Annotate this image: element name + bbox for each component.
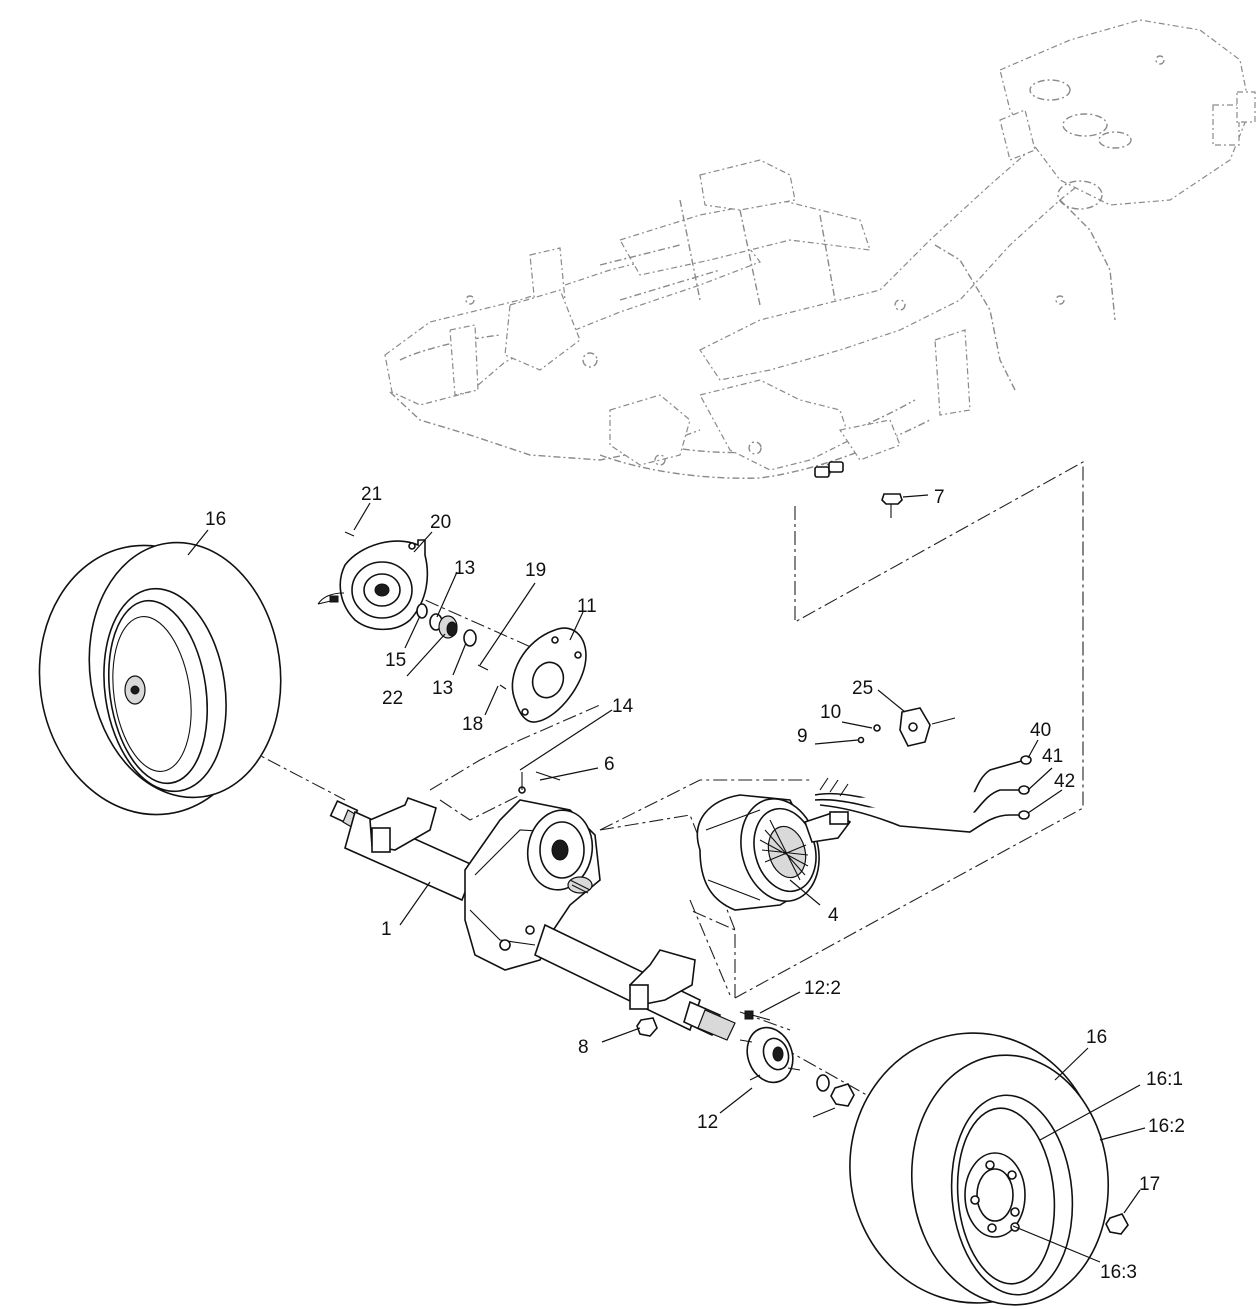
callout-19: 19 (525, 560, 546, 581)
callout-13-lower: 13 (432, 678, 453, 699)
callout-13-upper: 13 (454, 558, 475, 579)
callout-4: 4 (828, 905, 839, 926)
callout-21: 21 (361, 484, 382, 505)
drive-motor (696, 794, 852, 911)
callout-16-right: 16 (1086, 1027, 1107, 1048)
callout-40: 40 (1030, 720, 1051, 741)
cover-plate (477, 627, 587, 723)
callout-20: 20 (430, 512, 451, 533)
callout-16-3: 16:3 (1100, 1262, 1137, 1283)
callout-labels: 1 4 6 7 8 9 10 11 12 12:2 13 13 14 15 16… (205, 484, 1185, 1283)
callout-12-2: 12:2 (804, 978, 841, 999)
frame-mount-bolts (814, 461, 903, 518)
callout-17: 17 (1139, 1174, 1160, 1195)
callout-1: 1 (381, 919, 392, 940)
callout-10: 10 (820, 702, 841, 723)
callout-16-2: 16:2 (1148, 1116, 1185, 1137)
callout-16-left: 16 (205, 509, 226, 530)
callout-22: 22 (382, 688, 403, 709)
callout-6: 6 (604, 754, 615, 775)
callout-16-1: 16:1 (1146, 1069, 1183, 1090)
callout-7: 7 (934, 487, 945, 508)
vehicle-frame (384, 19, 1256, 479)
brake-assembly (317, 531, 429, 631)
wheel-hub (636, 1010, 855, 1118)
left-wheel (38, 541, 282, 816)
speed-sensor (857, 707, 956, 747)
callout-42: 42 (1054, 771, 1075, 792)
callout-14: 14 (612, 696, 634, 717)
bearing-stack (416, 603, 477, 647)
callout-9: 9 (797, 726, 808, 747)
callout-25: 25 (852, 678, 873, 699)
callout-41: 41 (1042, 746, 1063, 767)
callout-18: 18 (462, 714, 483, 735)
callout-12: 12 (697, 1112, 718, 1133)
wire-harness (814, 755, 1032, 833)
leader-lines (187, 494, 1146, 1263)
callout-11: 11 (577, 596, 597, 617)
right-wheel (849, 1032, 1129, 1306)
callout-8: 8 (578, 1037, 589, 1058)
rear-axle-assembly (329, 771, 736, 1041)
callout-15: 15 (385, 650, 406, 671)
